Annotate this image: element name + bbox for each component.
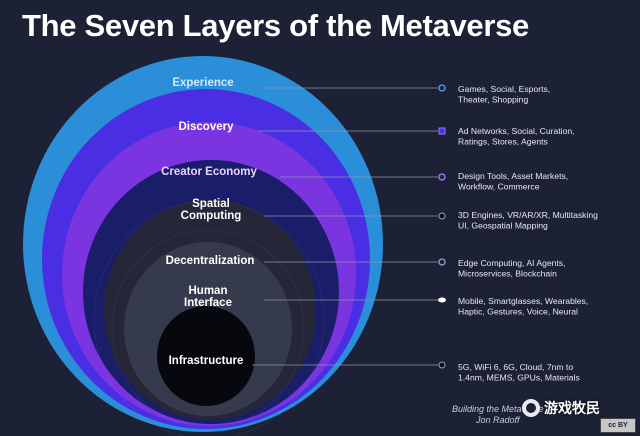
layer-desc-spatial-computing: UI, Geospatial Mapping	[458, 221, 548, 231]
layer-desc-creator-economy: Workflow, Commerce	[458, 182, 540, 192]
layer-desc-decentralization: Edge Computing, AI Agents,	[458, 258, 566, 268]
attribution-line-2: Jon Radoff	[476, 415, 520, 425]
page-title: The Seven Layers of the Metaverse	[22, 8, 529, 43]
layer-label-experience: Experience	[172, 77, 233, 89]
layer-desc-human-interface: Mobile, Smartglasses, Wearables,	[458, 296, 588, 306]
layer-marker-square-icon	[438, 127, 446, 135]
layer-desc-discovery: Ad Networks, Social, Curation,	[458, 126, 575, 136]
layer-circle-infrastructure	[157, 306, 255, 406]
layer-marker-eye-icon	[438, 297, 446, 303]
layer-label-decentralization: Decentralization	[166, 255, 255, 267]
layer-label-creator-economy: Creator Economy	[161, 166, 257, 178]
layer-desc-infrastructure: 5G, WiFi 6, 6G, Cloud, 7nm to	[458, 362, 573, 372]
layer-marker-circle-outline-icon	[438, 258, 446, 266]
layer-marker-dot-icon	[438, 212, 446, 220]
layer-desc-experience: Games, Social, Esports,	[458, 84, 550, 94]
attribution: Building the Metaverse Jon Radoff	[452, 404, 544, 426]
layer-marker-circle-outline-icon	[438, 173, 446, 181]
layer-desc-human-interface: Haptic, Gestures, Voice, Neural	[458, 307, 578, 317]
layer-label-infrastructure: Infrastructure	[169, 355, 244, 367]
license-badge: cc BY	[600, 418, 636, 433]
layer-desc-decentralization: Microservices, Blockchain	[458, 269, 557, 279]
layer-marker-dot-icon	[438, 361, 446, 369]
watermark-logo-icon	[522, 399, 540, 417]
decor-ring	[93, 200, 325, 436]
watermark-text: 游戏牧民	[544, 401, 600, 417]
attribution-line-1: Building the Metaverse	[452, 404, 544, 414]
layer-desc-discovery: Ratings, Stores, Agents	[458, 137, 548, 147]
layer-marker-circle-outline-icon	[438, 84, 446, 92]
decor-ring	[111, 229, 305, 429]
layer-desc-infrastructure: 1.4nm, MEMS, GPUs, Materials	[458, 373, 580, 383]
watermark: 游戏牧民	[522, 398, 600, 418]
layer-desc-spatial-computing: 3D Engines, VR/AR/XR, Multitasking	[458, 210, 598, 220]
layer-desc-experience: Theater, Shopping	[458, 95, 528, 105]
layer-desc-creator-economy: Design Tools, Asset Markets,	[458, 171, 568, 181]
layer-label-discovery: Discovery	[179, 121, 235, 133]
